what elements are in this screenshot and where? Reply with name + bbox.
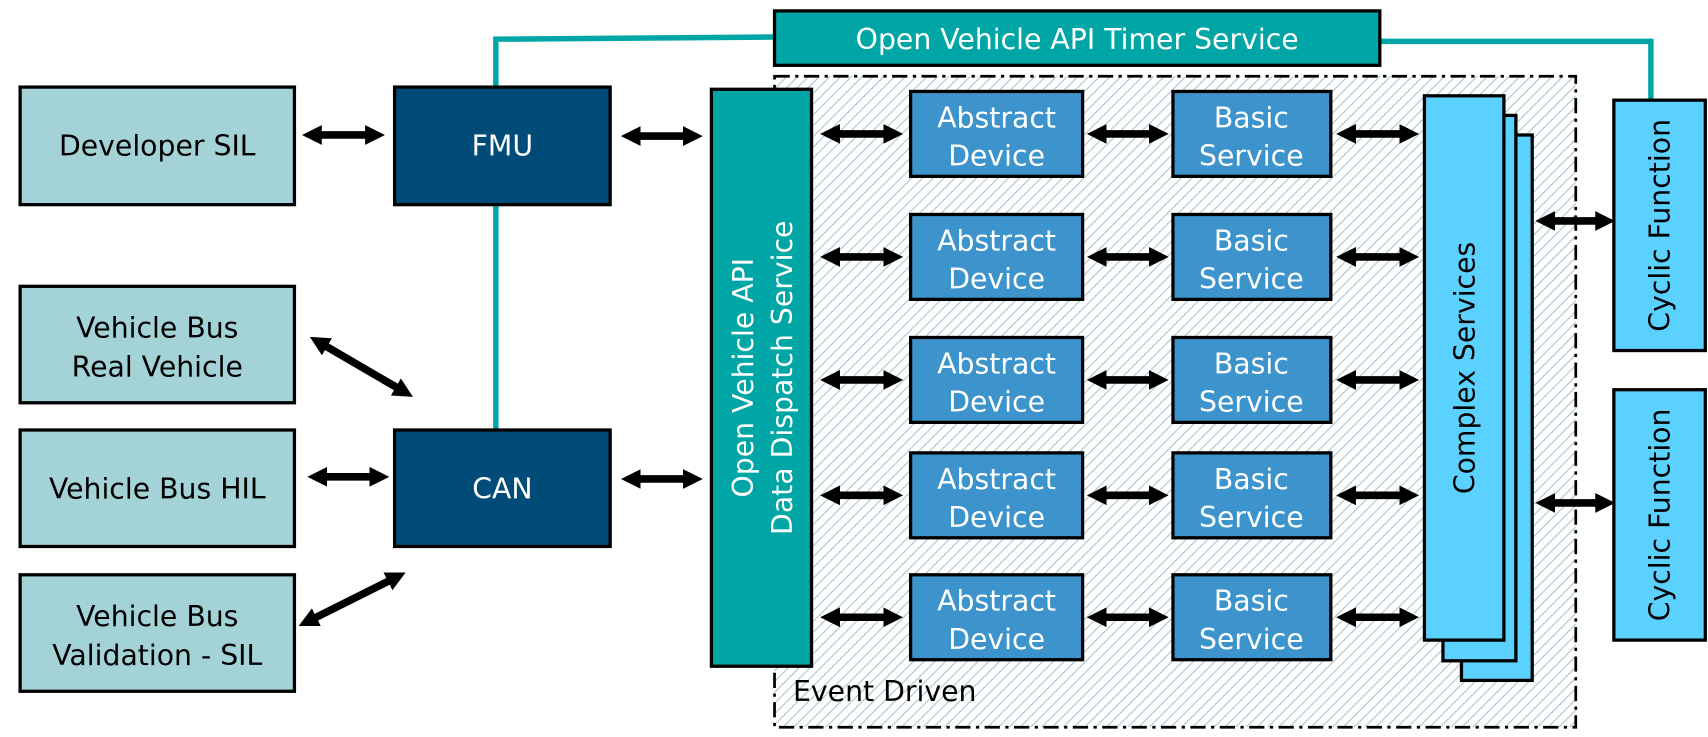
source-label: Vehicle Bus (76, 311, 238, 344)
source-vehicle-bus-hil: Vehicle Bus HIL (18, 428, 297, 549)
source-label: Real Vehicle (72, 351, 243, 384)
cyclic-function-label: Cyclic Function (1643, 409, 1676, 622)
basic-service-label: Basic (1214, 463, 1289, 496)
abstract-device-box (908, 573, 1085, 662)
abstract-device-label: Device (948, 501, 1045, 534)
abstract-device-label: Abstract (937, 101, 1056, 134)
fmu-label: FMU (472, 130, 533, 163)
abstract-device-box (908, 212, 1085, 302)
fmu-box: FMU (392, 85, 612, 207)
abstract-device-box (908, 89, 1085, 178)
basic-service-label: Service (1199, 139, 1304, 172)
abstract-device-label: Abstract (937, 224, 1056, 257)
basic-service-label: Service (1199, 262, 1304, 295)
source-label: Validation - SIL (52, 639, 262, 672)
source-developer-sil: Developer SIL (18, 85, 297, 207)
arrow-validation-can (298, 572, 406, 627)
basic-service-label: Service (1199, 501, 1304, 534)
arrow-real-vehicle-can (309, 336, 413, 397)
complex-services-label: Complex Services (1449, 242, 1482, 494)
abstract-device-label: Device (948, 623, 1045, 656)
abstract-device-label: Abstract (937, 347, 1056, 380)
source-vehicle-bus-validation-sil: Vehicle Bus Validation - SIL (18, 573, 297, 693)
can-box: CAN (392, 428, 612, 549)
abstract-device-box (908, 451, 1085, 540)
event-driven-label: Event Driven (793, 675, 976, 708)
abstract-device-label: Abstract (937, 585, 1056, 618)
basic-service-box (1171, 335, 1333, 425)
basic-service-label: Service (1199, 386, 1304, 419)
source-label: Vehicle Bus (76, 600, 238, 633)
source-vehicle-bus-real-vehicle: Vehicle Bus Real Vehicle (18, 284, 297, 405)
basic-service-label: Basic (1214, 585, 1289, 618)
basic-service-label: Basic (1214, 347, 1289, 380)
timer-service-box: Open Vehicle API Timer Service (772, 9, 1382, 67)
basic-service-label: Basic (1214, 101, 1289, 134)
dispatch-label-line2: Data Dispatch Service (766, 221, 799, 535)
basic-service-box (1171, 212, 1333, 302)
basic-service-label: Basic (1214, 224, 1289, 257)
complex-services-stack: Complex Services (1422, 94, 1534, 683)
basic-service-box (1171, 573, 1333, 662)
dispatch-label-line1: Open Vehicle API (727, 258, 760, 498)
cyclic-function-box-1: Cyclic Function (1612, 98, 1707, 353)
basic-service-box (1171, 89, 1333, 178)
complex-services-layer (1422, 94, 1506, 642)
source-label: Developer SIL (59, 130, 256, 163)
timer-connector-left (493, 34, 775, 431)
basic-service-box (1171, 451, 1333, 540)
device-service-rows: AbstractDeviceBasicServiceAbstractDevice… (820, 89, 1420, 662)
abstract-device-label: Abstract (937, 463, 1056, 496)
abstract-device-label: Device (948, 386, 1045, 419)
abstract-device-box (908, 335, 1085, 425)
data-dispatch-service-box: Open Vehicle API Data Dispatch Service (709, 87, 814, 668)
abstract-device-label: Device (948, 139, 1045, 172)
can-label: CAN (472, 473, 532, 506)
timer-service-label: Open Vehicle API Timer Service (856, 23, 1299, 56)
cyclic-function-label: Cyclic Function (1643, 119, 1676, 332)
source-label: Vehicle Bus HIL (49, 473, 266, 506)
timer-connector-right (1379, 38, 1654, 101)
basic-service-label: Service (1199, 623, 1304, 656)
abstract-device-label: Device (948, 262, 1045, 295)
cyclic-function-box-2: Cyclic Function (1612, 388, 1707, 642)
